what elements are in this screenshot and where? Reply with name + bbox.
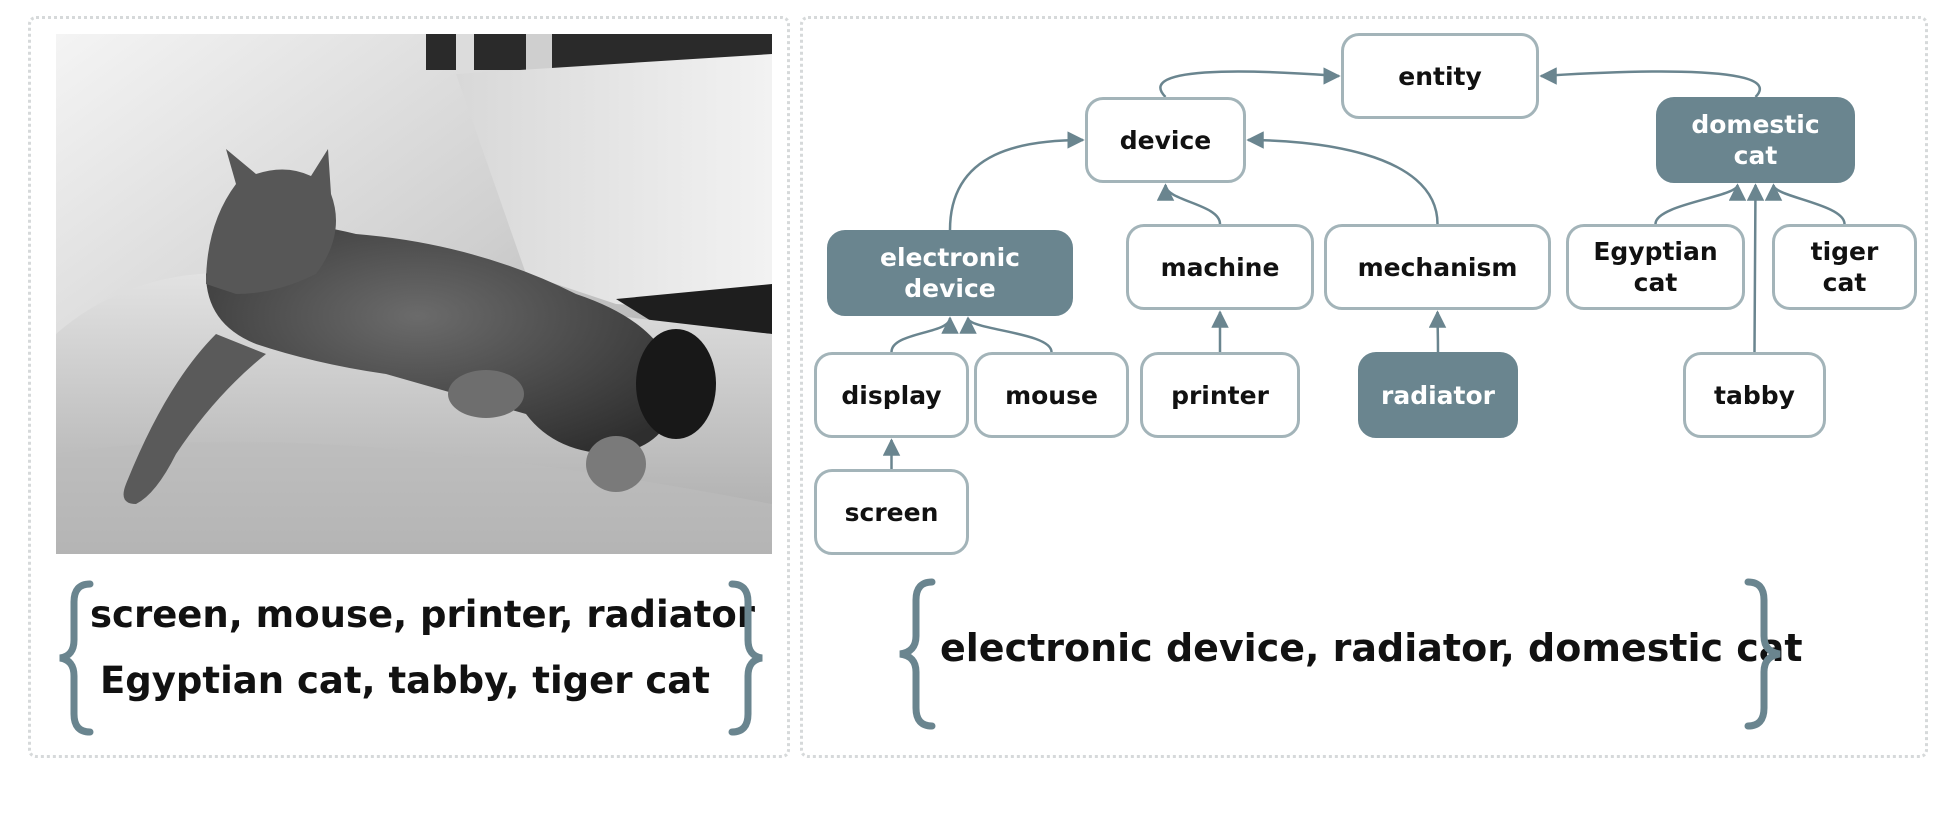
node-egyptian-cat: Egyptian cat	[1566, 224, 1745, 310]
node-mechanism: mechanism	[1324, 224, 1551, 310]
edge-tabby-to-domestic-cat	[1746, 183, 1765, 353]
node-domestic-cat: domestic cat	[1656, 97, 1855, 183]
left-panel	[28, 16, 790, 758]
left-set-open-brace	[59, 580, 94, 736]
edge-mechanism-to-device	[1246, 131, 1439, 225]
right-set-close-brace	[1744, 578, 1781, 730]
right-panel	[800, 16, 1928, 758]
node-machine: machine	[1126, 224, 1314, 310]
edge-radiator-to-mechanism	[1428, 310, 1447, 353]
right-set-open-brace	[899, 578, 936, 730]
edge-electronic-device-to-device	[948, 131, 1085, 231]
left-set-line-1: screen, mouse, printer, radiator	[90, 593, 756, 636]
node-tiger-cat: tiger cat	[1772, 224, 1917, 310]
edge-display-to-electronic-device	[890, 316, 959, 353]
edge-machine-to-device	[1156, 183, 1222, 225]
node-entity: entity	[1341, 33, 1539, 119]
cat-photo	[56, 34, 772, 554]
node-screen: screen	[814, 469, 969, 555]
edge-egyptian-cat-to-domestic-cat	[1654, 183, 1747, 225]
edge-mouse-to-electronic-device	[959, 316, 1053, 353]
node-radiator: radiator	[1358, 352, 1518, 438]
node-tabby: tabby	[1683, 352, 1826, 438]
cat-photo-illustration	[56, 34, 772, 554]
node-electronic-device: electronic device	[827, 230, 1073, 316]
left-set-line-2: Egyptian cat, tabby, tiger cat	[100, 659, 710, 702]
right-set-line: electronic device, radiator, domestic ca…	[940, 626, 1803, 670]
node-device: device	[1085, 97, 1246, 183]
node-mouse: mouse	[974, 352, 1129, 438]
left-set-close-brace	[728, 580, 763, 736]
edge-domestic-cat-to-entity	[1539, 67, 1761, 98]
node-display: display	[814, 352, 969, 438]
node-printer: printer	[1140, 352, 1300, 438]
edge-tiger-cat-to-domestic-cat	[1764, 183, 1846, 225]
edge-device-to-entity	[1159, 67, 1341, 98]
